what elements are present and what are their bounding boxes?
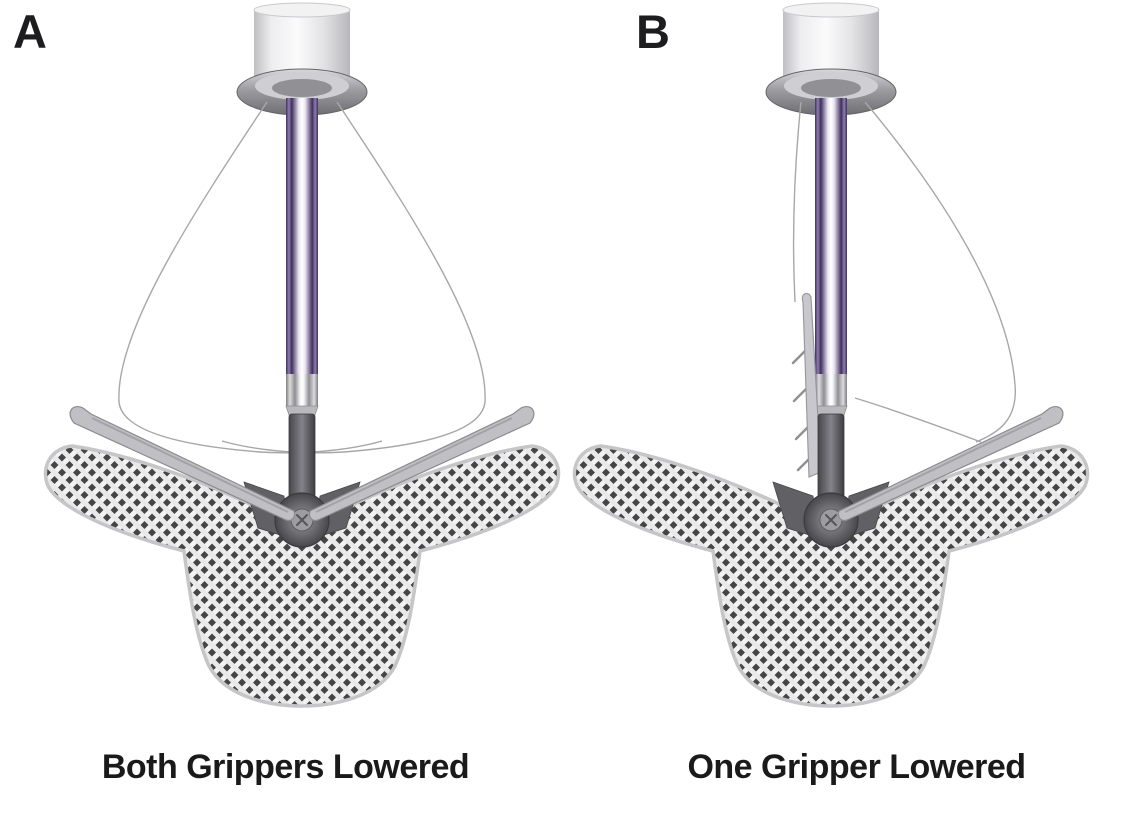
clip-hinge <box>772 413 890 548</box>
panel-a: A Both Grippers Lowered <box>13 2 561 786</box>
panel-b: B One Gripper Lowered <box>571 0 1142 828</box>
suture-line-cross <box>854 397 982 443</box>
suture-line-left <box>118 101 383 454</box>
catheter-shaft <box>814 97 848 422</box>
clip-both-grippers-lowered-illustration <box>43 2 561 708</box>
catheter-shaft <box>285 97 319 422</box>
panel-a-caption: Both Grippers Lowered <box>101 748 470 786</box>
panel-b-caption: One Gripper Lowered <box>687 748 1026 786</box>
panel-a-label: A <box>13 5 47 58</box>
panel-b-label: B <box>636 5 670 58</box>
clip-hinge <box>243 413 361 548</box>
suture-line-left <box>792 101 802 303</box>
suture-line-right <box>221 101 486 454</box>
clip-one-gripper-lowered-illustration <box>572 2 1090 708</box>
suture-line-right <box>864 101 1016 443</box>
